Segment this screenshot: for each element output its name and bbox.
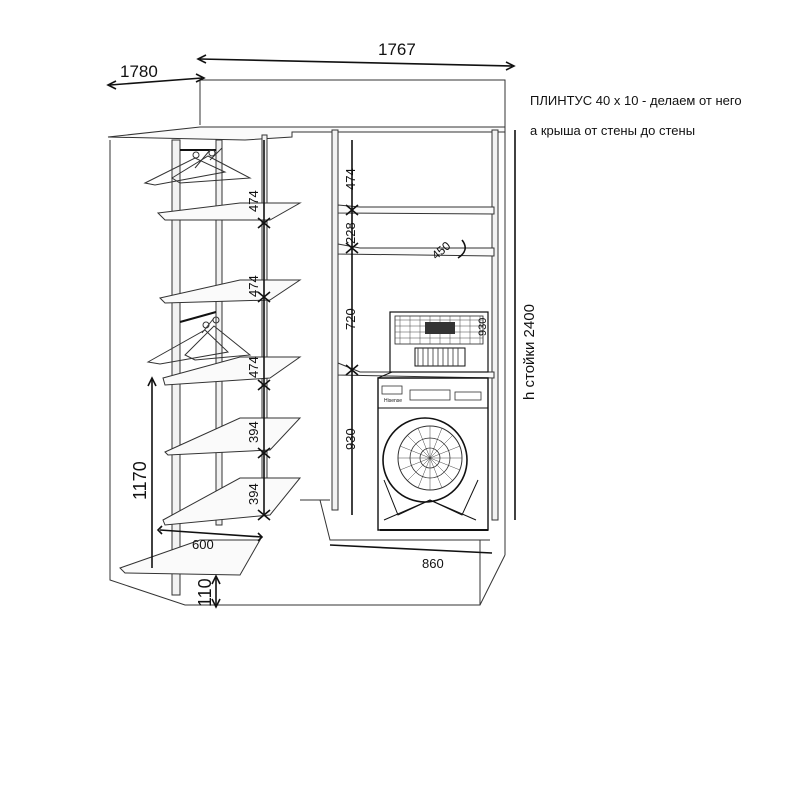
note-line-2: а крыша от стены до стены [530,123,696,138]
dim-left-1170: 1170 [130,461,150,500]
dim-width-left: 1780 [120,62,158,81]
right-shelf-2 [337,243,495,257]
washing-machine-icon: Hisense [377,371,489,531]
dim-width-right: 1767 [378,40,416,59]
left-post-back [215,139,223,526]
appliance-dryer-icon [389,311,489,373]
dim-left-110: 110 [195,578,215,607]
clothes-rod-middle [179,311,217,323]
left-shelf-3 [162,356,302,386]
right-shelf-3 [337,362,495,379]
dim-right-720: 720 [343,308,358,330]
dim-right-930: 930 [343,428,358,450]
hangers-middle-icon [146,316,252,365]
dim-right-450: 450 [429,238,454,262]
dim-right-228: 228 [343,222,358,244]
dim-left-474-a: 474 [246,190,261,212]
left-shelf-5 [162,477,302,526]
dim-left-600: 600 [192,537,214,552]
dim-left-394-b: 394 [246,483,261,505]
top-board [107,126,506,141]
left-post-front [171,139,181,596]
dim-left-474-c: 474 [246,356,261,378]
left-shelf-4 [164,417,302,456]
right-shelf-1 [337,204,495,215]
left-shelf-2 [159,279,302,304]
left-section [119,134,302,596]
right-section [331,129,499,521]
dim-left-474-b: 474 [246,275,261,297]
right-post-right [491,129,499,521]
right-post-left [331,129,339,511]
dim-height-total: h стойки 2400 [521,304,538,400]
dim-left-394-a: 394 [246,421,261,443]
dim-right-860: 860 [422,556,444,571]
dim-right-474: 474 [343,168,358,190]
dimension-lines [106,54,516,609]
hangers-top-icon [143,147,252,186]
note-line-1: ПЛИНТУС 40 х 10 - делаем от него [530,93,742,108]
washer-brand-label: Hisense [384,398,402,404]
dim-right-930-small: 930 [477,318,489,336]
left-shelf-bottom [119,539,261,576]
room-outline [109,79,506,606]
